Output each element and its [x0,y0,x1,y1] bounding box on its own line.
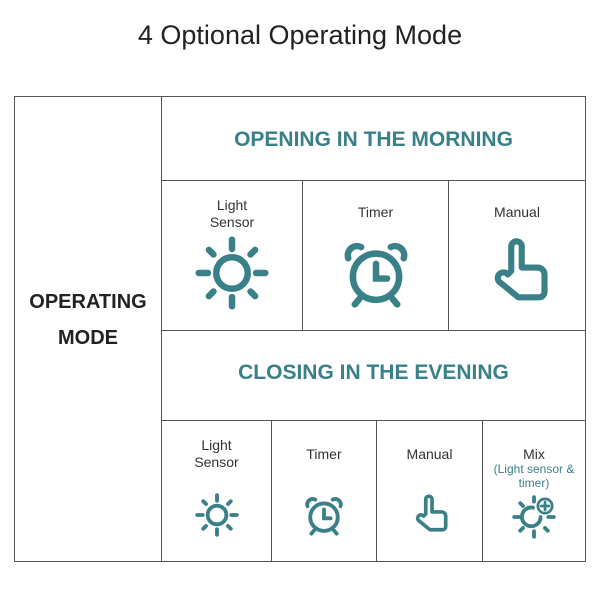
alarm-clock-icon [302,493,346,537]
morning-heading: OPENING IN THE MORNING [234,128,513,151]
evening-heading: CLOSING IN THE EVENING [238,361,509,384]
sun-icon [195,493,239,537]
hand-pointer-icon [410,493,452,535]
hand-pointer-icon [485,236,555,306]
evening-manual: Manual [376,420,483,562]
evening-mix: Mix (Light sensor &timer) [482,420,586,562]
mode-label: Light [216,197,248,213]
mode-label: Light [201,437,232,453]
operating-mode-label-cell: OPERATING MODE [14,96,162,562]
mode-label: Timer [306,446,342,462]
mode-note: (Light sensor & [493,462,575,476]
mode-label: Manual [406,446,453,462]
sun-icon [195,236,269,310]
page-title: 4 Optional Operating Mode [137,20,463,50]
label-line: MODE [58,327,118,349]
evening-header: CLOSING IN THE EVENING [161,330,586,421]
mode-label: Sensor [194,454,239,470]
morning-header: OPENING IN THE MORNING [161,96,586,181]
mode-label: Mix [523,446,545,462]
mode-label: Manual [494,204,540,220]
sun-plus-icon [512,495,556,539]
mode-label: Sensor [209,214,255,230]
morning-timer: Timer [302,180,449,331]
label-line: OPERATING [29,291,147,313]
mode-label: Timer [357,204,394,220]
morning-manual: Manual [448,180,586,331]
alarm-clock-icon [339,236,413,310]
mode-note: timer) [518,476,550,490]
evening-timer: Timer [271,420,377,562]
operating-mode-label: OPERATING MODE [15,284,161,356]
